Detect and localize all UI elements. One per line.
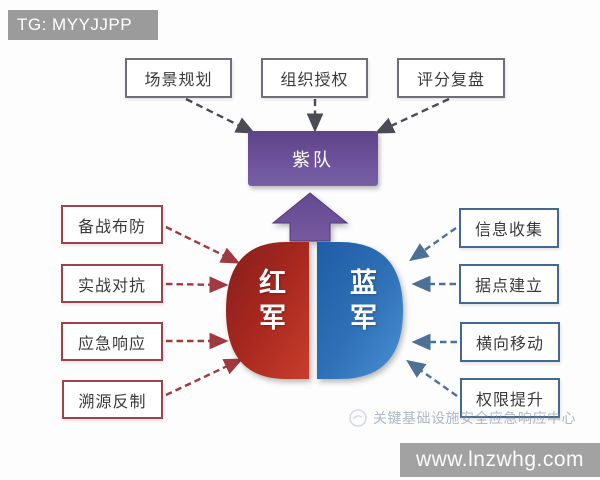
- connector-trace-to-red: [165, 358, 244, 397]
- purple-team-label: 紫队: [292, 149, 334, 170]
- connector-recon-to-blue: [409, 227, 457, 262]
- node-label: 应急响应: [77, 335, 146, 353]
- node-label: 场景规划: [144, 72, 213, 89]
- node-preparation-defense: 备战布防: [61, 205, 163, 244]
- node-organization-authorization: 组织授权: [261, 58, 368, 98]
- tg-watermark-banner: TG: MYYJJPP: [8, 10, 158, 40]
- node-emergency-response: 应急响应: [61, 322, 163, 361]
- node-purple-team: 紫队: [248, 131, 378, 186]
- node-live-combat: 实战对抗: [61, 264, 163, 303]
- watermark-text: 关键基础设施安全应急响应中心: [373, 410, 576, 426]
- blue-team-label: 蓝军: [346, 268, 376, 338]
- site-url-banner: www.lnzwhg.com: [400, 443, 600, 477]
- block-arrow-up-icon: [271, 192, 349, 242]
- tg-watermark-label: TG: MYYJJPP: [17, 15, 133, 34]
- site-url-label: www.lnzwhg.com: [415, 448, 585, 471]
- connector-prepare-to-red: [165, 225, 241, 264]
- node-trace-countermeasure: 溯源反制: [62, 380, 163, 419]
- node-label: 溯源反制: [78, 393, 147, 411]
- node-label: 信息收集: [474, 222, 543, 239]
- connector-combat-to-red: [165, 276, 229, 294]
- connector-scenario-to-purple: [185, 97, 256, 134]
- connector-review-to-purple: [374, 97, 450, 134]
- node-label: 横向移动: [475, 336, 544, 353]
- node-label: 实战对抗: [77, 277, 146, 295]
- red-team-label: 红军: [255, 268, 285, 338]
- connector-privilege-to-blue: [406, 359, 458, 397]
- node-information-gathering: 信息收集: [459, 208, 559, 248]
- node-label: 组织授权: [280, 72, 349, 89]
- node-privilege-escalation: 权限提升: [460, 378, 560, 418]
- node-label: 评分复盘: [416, 72, 485, 89]
- node-scenario-planning: 场景规划: [125, 58, 232, 98]
- watermark-line: 关键基础设施安全应急响应中心: [348, 408, 576, 428]
- node-label: 权限提升: [475, 392, 544, 409]
- node-label: 备战布防: [77, 218, 146, 236]
- node-foothold-establishment: 据点建立: [459, 264, 559, 304]
- watermark-logo-icon: [348, 408, 368, 428]
- node-scoring-review: 评分复盘: [397, 58, 505, 98]
- node-label: 据点建立: [474, 278, 543, 295]
- node-lateral-movement: 横向移动: [460, 322, 560, 362]
